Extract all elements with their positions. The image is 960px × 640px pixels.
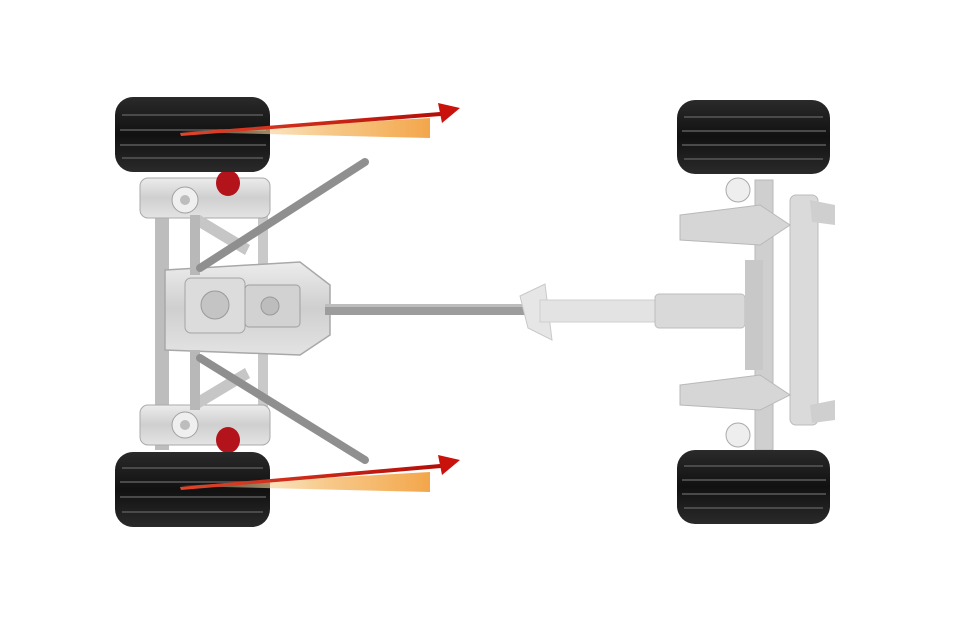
- brake-caliper-upper: [216, 170, 240, 196]
- brake-caliper-lower: [216, 427, 240, 453]
- upper-toe-arrow: [180, 103, 460, 138]
- rear-axle-assembly: [139, 158, 369, 464]
- front-axle-assembly: [679, 177, 835, 451]
- driveshaft: [325, 283, 746, 341]
- toe-in-arrows: [180, 103, 460, 492]
- front-left-wheel: [677, 100, 830, 174]
- lower-toe-arrow: [180, 455, 460, 492]
- rear-right-wheel: [115, 452, 270, 527]
- front-right-wheel: [677, 450, 830, 524]
